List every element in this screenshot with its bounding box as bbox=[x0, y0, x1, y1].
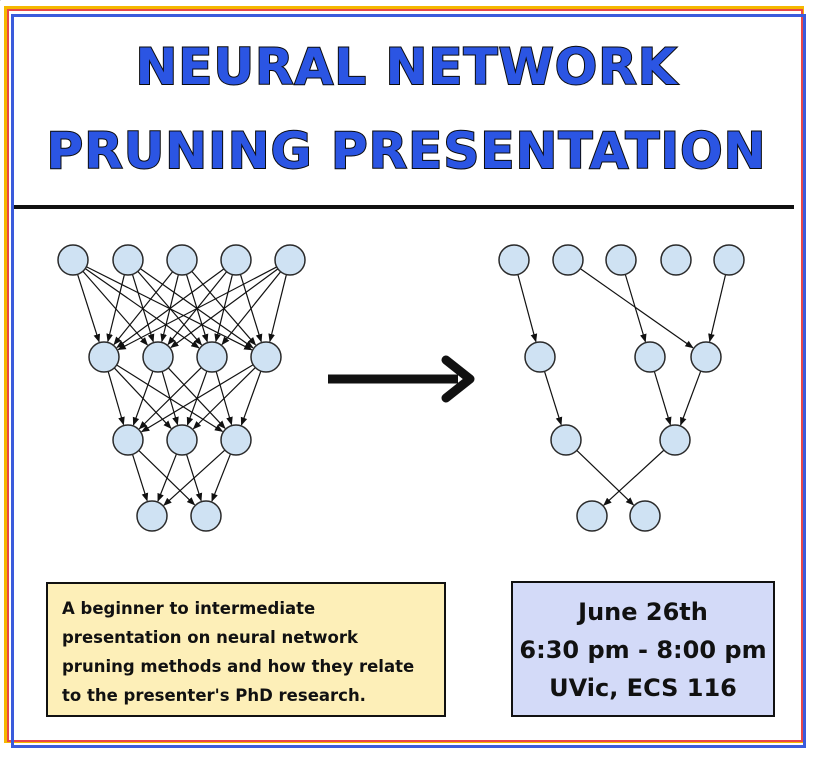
pruned-edge bbox=[576, 449, 635, 506]
dense-edge bbox=[76, 274, 101, 343]
pruned-node bbox=[659, 424, 691, 456]
dense-node bbox=[220, 244, 252, 276]
description-line: to the presenter's PhD research. bbox=[62, 686, 366, 705]
dense-node bbox=[220, 424, 252, 456]
pruned-edge bbox=[708, 274, 727, 343]
event-location: UVic, ECS 116 bbox=[549, 674, 737, 702]
dense-network-edges bbox=[76, 266, 287, 506]
description-line: presentation on neural network bbox=[62, 628, 358, 647]
dense-node bbox=[166, 424, 198, 456]
pruned-network-edges bbox=[517, 268, 727, 506]
pruned-node bbox=[629, 500, 661, 532]
dense-edge bbox=[268, 274, 287, 343]
event-date: June 26th bbox=[578, 598, 708, 626]
dense-edge bbox=[84, 268, 200, 349]
dense-node bbox=[57, 244, 89, 276]
dense-node bbox=[142, 341, 174, 373]
pruned-node bbox=[634, 341, 666, 373]
dense-edge bbox=[170, 268, 279, 349]
right-arrow-icon bbox=[328, 355, 475, 403]
dense-edge bbox=[113, 271, 174, 346]
pruned-node bbox=[498, 244, 530, 276]
dense-node bbox=[88, 341, 120, 373]
dense-node bbox=[136, 500, 168, 532]
dense-node bbox=[250, 341, 282, 373]
description-line: pruning methods and how they relate bbox=[62, 657, 415, 676]
pruned-network-nodes bbox=[498, 244, 745, 532]
dense-node bbox=[196, 341, 228, 373]
frame-blue bbox=[11, 14, 806, 748]
pruned-edge bbox=[624, 274, 647, 343]
pruned-edge bbox=[543, 371, 563, 426]
dense-node bbox=[166, 244, 198, 276]
pruned-node bbox=[524, 341, 556, 373]
dense-edge bbox=[221, 271, 282, 346]
description-box: A beginner to intermediate presentation … bbox=[46, 582, 446, 717]
dense-edge bbox=[131, 454, 149, 502]
dense-node bbox=[112, 244, 144, 276]
dense-edge bbox=[157, 453, 178, 502]
dense-edge bbox=[192, 367, 256, 430]
pruned-node bbox=[605, 244, 637, 276]
frame-red bbox=[7, 9, 803, 742]
dense-node bbox=[190, 500, 222, 532]
divider-rule bbox=[14, 205, 794, 209]
title-line-2: PRUNING PRESENTATION bbox=[46, 121, 767, 181]
dense-edge bbox=[163, 449, 226, 506]
dense-node bbox=[274, 244, 306, 276]
dense-edge bbox=[140, 364, 254, 433]
dense-network-nodes bbox=[57, 244, 306, 532]
event-time: 6:30 pm - 8:00 pm bbox=[519, 636, 767, 664]
pruned-edge bbox=[603, 449, 665, 506]
pruned-edge bbox=[579, 268, 694, 349]
dense-edge bbox=[117, 266, 277, 351]
pruned-edge bbox=[653, 371, 672, 426]
title-line-1: NEURAL NETWORK bbox=[134, 37, 678, 97]
dense-edge bbox=[211, 453, 232, 502]
pruned-node bbox=[660, 244, 692, 276]
pruned-edge bbox=[680, 370, 702, 426]
dense-edge bbox=[82, 270, 149, 346]
dense-edge bbox=[138, 367, 202, 430]
pruned-node bbox=[690, 341, 722, 373]
event-details-box: June 26th 6:30 pm - 8:00 pm UVic, ECS 11… bbox=[511, 581, 775, 717]
pruned-node bbox=[576, 500, 608, 532]
pruned-edge bbox=[517, 274, 538, 343]
dense-edge bbox=[240, 370, 262, 426]
pruned-node bbox=[713, 244, 745, 276]
dense-edge bbox=[132, 370, 154, 426]
pruned-node bbox=[552, 244, 584, 276]
dense-node bbox=[112, 424, 144, 456]
dense-edge bbox=[107, 371, 125, 426]
description-line: A beginner to intermediate bbox=[62, 599, 316, 618]
pruned-node bbox=[550, 424, 582, 456]
dense-edge bbox=[116, 268, 225, 349]
dense-edge bbox=[106, 274, 125, 343]
